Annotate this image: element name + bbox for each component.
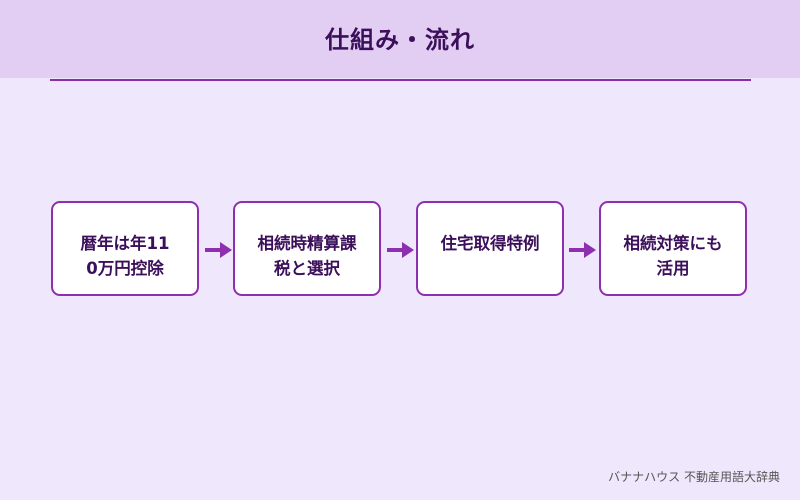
flow-arrow-3-icon (569, 242, 596, 258)
page-title: 仕組み・流れ (325, 26, 475, 54)
flow-step-3: 住宅取得特例 (416, 201, 564, 296)
flow-step-1-line-2: 0万円控除 (86, 259, 164, 278)
flow-arrow-2-icon (387, 242, 414, 258)
flow-step-2-line-1: 相続時精算課 (257, 234, 357, 253)
flow-step-4-line-2: 活用 (656, 259, 690, 278)
flow-step-3-line-1: 住宅取得特例 (440, 234, 540, 253)
flow-arrow-1-icon (205, 242, 232, 258)
flow-step-1: 暦年は年11 0万円控除 (51, 201, 199, 296)
title-divider (50, 79, 751, 81)
flow-step-1-line-1: 暦年は年11 (80, 234, 170, 253)
header-band (0, 0, 800, 78)
flow-step-4-line-1: 相続対策にも (623, 234, 723, 253)
flow-step-2: 相続時精算課 税と選択 (233, 201, 381, 296)
flow-step-4: 相続対策にも 活用 (599, 201, 747, 296)
footer-credit: バナナハウス 不動産用語大辞典 (608, 470, 780, 484)
flow-step-2-line-2: 税と選択 (274, 259, 340, 278)
